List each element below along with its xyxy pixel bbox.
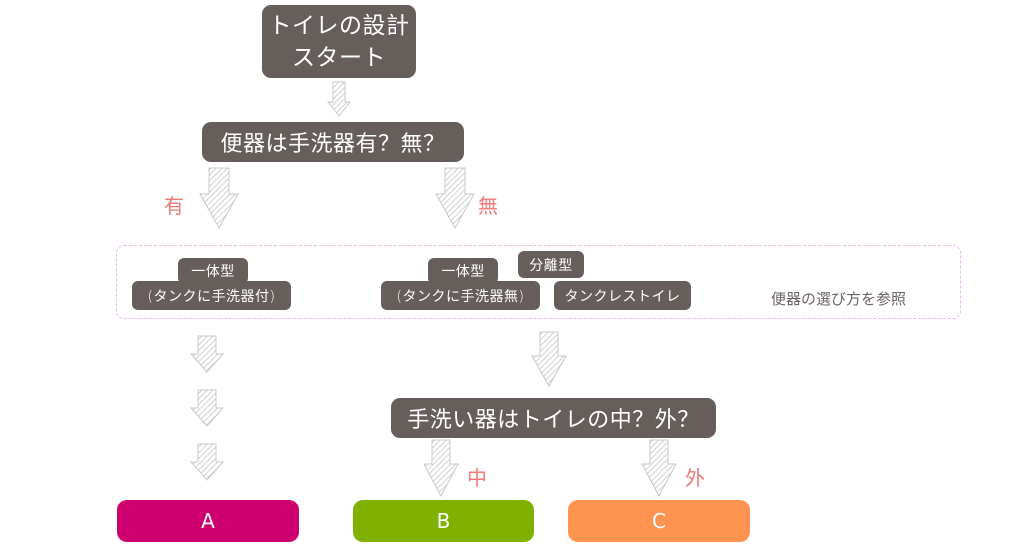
branch-label-inside: 中 <box>467 466 487 490</box>
branch-label-no: 無 <box>478 194 498 218</box>
type-separate: 分離型 <box>518 251 584 278</box>
type-integrated-without-sink: (タンクに手洗器無) <box>381 281 540 310</box>
type-label: タンクレストイレ <box>564 288 681 305</box>
type-tankless: タンクレストイレ <box>554 281 691 310</box>
reference-note[interactable]: 便器の選び方を参照 <box>771 290 907 308</box>
question2-node: 手洗い器はトイレの中？外？ <box>391 398 716 438</box>
result-label: C <box>652 509 666 533</box>
type-label: 分離型 <box>529 257 573 274</box>
result-label: B <box>436 509 451 533</box>
toilet-type-region <box>116 245 961 319</box>
arrow-inside-icon <box>423 439 459 498</box>
type-integrated-with-sink-top: 一体型 <box>178 258 248 284</box>
arrow-a-2-icon <box>189 389 225 427</box>
type-label: 一体型 <box>191 264 235 280</box>
arrow-no-icon <box>435 167 475 230</box>
branch-label-outside: 外 <box>685 466 705 490</box>
start-line1: トイレの設計 <box>268 12 410 39</box>
question1-text: 便器は手洗器有？無？ <box>220 132 446 157</box>
question1-node: 便器は手洗器有？無？ <box>202 122 464 162</box>
result-label: A <box>201 509 215 533</box>
start-node: トイレの設計 スタート <box>262 5 416 78</box>
result-a[interactable]: A <box>117 500 299 542</box>
arrow-to-q2-icon <box>531 331 567 388</box>
type-label: (タンクに手洗器付) <box>147 288 276 305</box>
arrow-a-1-icon <box>189 335 225 373</box>
arrow-a-3-icon <box>189 443 225 481</box>
type-integrated-without-sink-top: 一体型 <box>428 258 498 284</box>
type-integrated-with-sink: (タンクに手洗器付) <box>132 281 291 310</box>
start-line2: スタート <box>292 44 386 71</box>
arrow-outside-icon <box>641 439 677 498</box>
type-label: (タンクに手洗器無) <box>396 288 525 305</box>
type-label: 一体型 <box>441 264 485 280</box>
result-c[interactable]: C <box>568 500 750 542</box>
arrow-yes-icon <box>199 167 239 230</box>
arrow-start-to-q1-icon <box>326 81 352 117</box>
result-b[interactable]: B <box>353 500 534 542</box>
question2-text: 手洗い器はトイレの中？外？ <box>407 408 700 433</box>
branch-label-yes: 有 <box>164 194 184 218</box>
